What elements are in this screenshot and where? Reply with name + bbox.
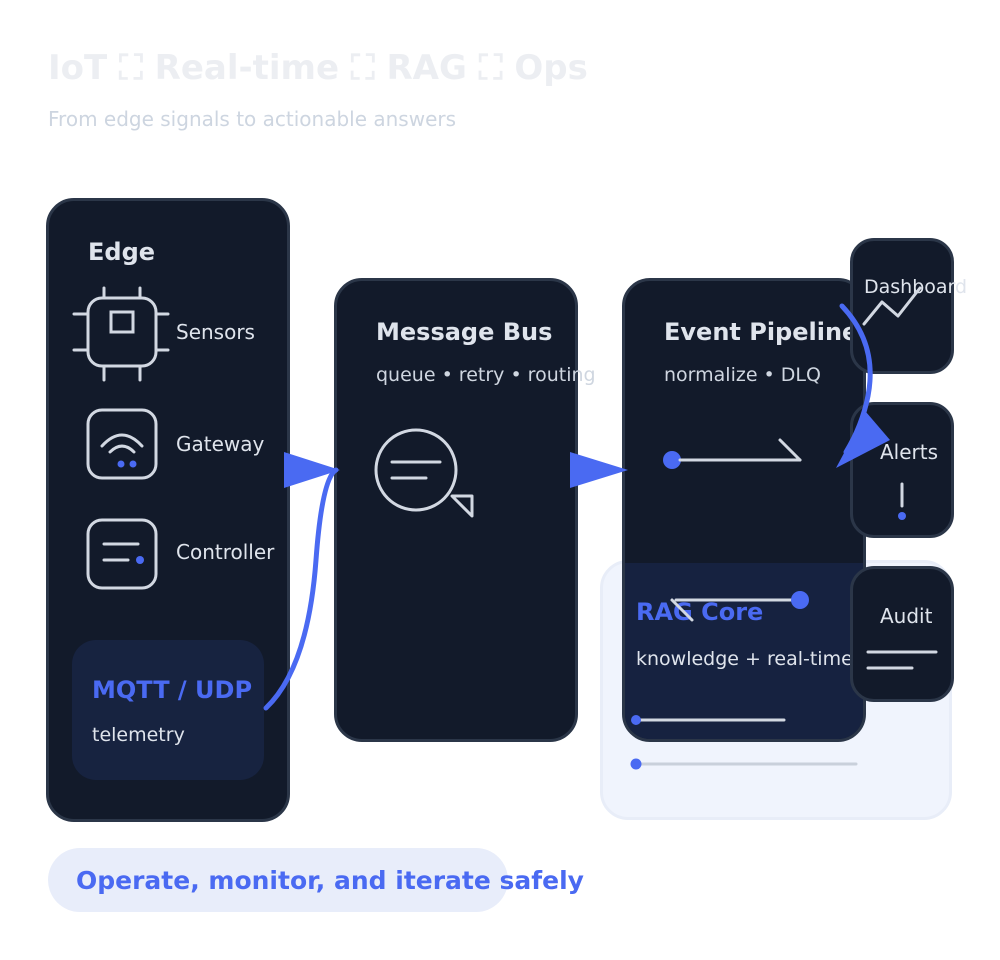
rag-retrieval-line <box>670 591 809 622</box>
edge-item-gateway: Gateway <box>176 432 265 456</box>
page-subtitle: From edge signals to actionable answers <box>48 107 457 131</box>
edge-item-sensors: Sensors <box>176 320 255 344</box>
protocol-subtitle: telemetry <box>92 724 185 746</box>
message-bus-card[interactable] <box>334 278 578 742</box>
event-pipeline-title: Event Pipeline <box>664 318 859 346</box>
log-lines-icon <box>866 650 938 670</box>
controller-icon <box>86 518 158 590</box>
tagline-text: Operate, monitor, and iterate safely <box>76 866 584 895</box>
edge-title: Edge <box>88 238 156 266</box>
bus-to-pipeline-arrowhead <box>570 452 628 488</box>
message-bubble-icon <box>374 428 474 518</box>
rag-core-title: RAG Core <box>636 598 764 626</box>
exclamation-icon <box>898 482 906 520</box>
output-dashboard-label: Dashboard <box>864 276 968 298</box>
rag-core-overlap <box>625 563 863 739</box>
protocol-title: MQTT / UDP <box>92 676 253 704</box>
edge-item-controller: Controller <box>176 540 275 564</box>
pipeline-to-outputs-arrowhead <box>836 412 890 468</box>
edge-to-bus-connector <box>263 467 339 711</box>
output-alerts-label: Alerts <box>880 440 939 464</box>
event-pipeline-subtitle: normalize • DLQ <box>664 364 821 386</box>
output-audit-card[interactable] <box>850 566 954 702</box>
pipeline-flow-line <box>663 438 802 469</box>
output-audit-label: Audit <box>880 604 933 628</box>
message-bus-subtitle: queue • retry • routing <box>376 364 596 386</box>
line-chart-icon <box>862 286 922 326</box>
chip-icon <box>72 286 170 382</box>
tagline-pill <box>48 848 508 912</box>
rag-progress-lines <box>630 715 858 770</box>
protocol-box[interactable] <box>72 640 264 780</box>
page-title: IoT ⛶ Real-time ⛶ RAG ⛶ Ops <box>48 48 588 88</box>
edge-to-bus-arrowhead <box>284 452 340 488</box>
wifi-router-icon <box>86 408 158 480</box>
message-bus-title: Message Bus <box>376 318 553 346</box>
